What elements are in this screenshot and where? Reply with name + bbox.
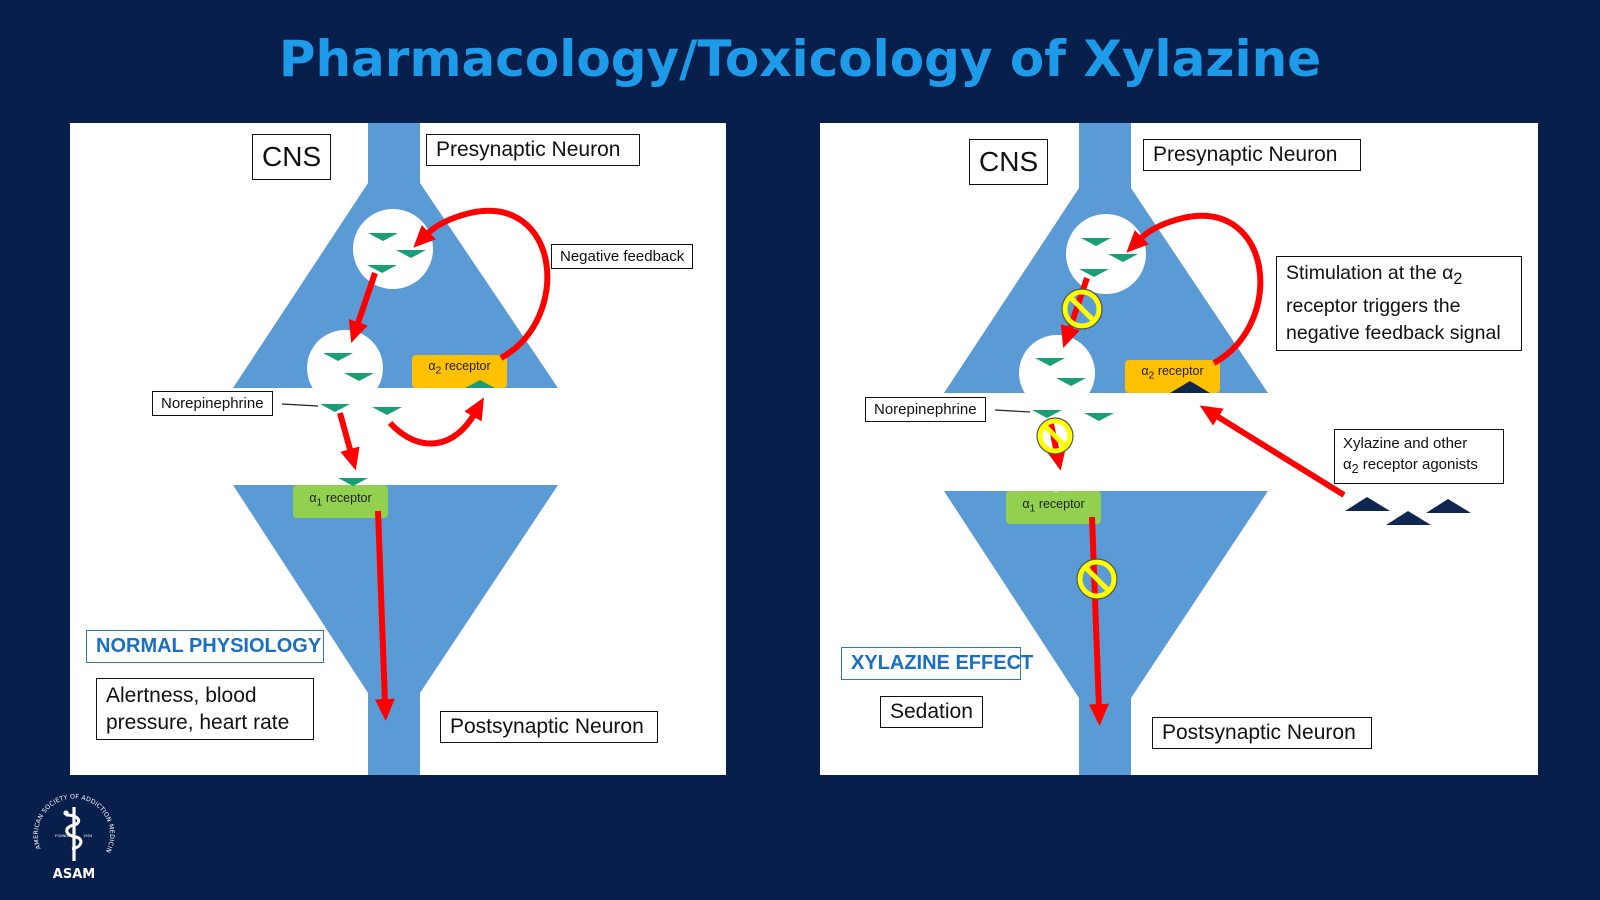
- block-icon-release: [1062, 289, 1102, 329]
- postsynaptic-neuron-label: Postsynaptic Neuron: [1152, 717, 1372, 749]
- logo-founded-text: FOUNDED: [55, 834, 73, 838]
- vesicle-upper: [353, 209, 433, 289]
- feedback-arrow: [1126, 212, 1264, 366]
- vesicle-lower: [1019, 335, 1095, 411]
- synapse-arrow: [337, 412, 360, 471]
- presynaptic-neuron-label: Presynaptic Neuron: [1143, 139, 1361, 171]
- signal-arrow: [374, 510, 395, 721]
- feedback-arrow: [413, 207, 551, 361]
- logo-year-text: 1954: [83, 834, 93, 838]
- xylazine-diagram: [944, 123, 1471, 775]
- norepinephrine-label: Norepinephrine: [152, 391, 273, 416]
- signal-arrow-blocked: [1088, 516, 1109, 726]
- xylazine-effect-panel: CNS Presynaptic Neuron Stimulation at th…: [820, 123, 1538, 775]
- agonist-arrow: [1199, 405, 1346, 498]
- normal-physiology-title: NORMAL PHYSIOLOGY: [86, 630, 324, 663]
- presynaptic-neuron-label: Presynaptic Neuron: [426, 134, 640, 166]
- alpha2-bound-ne: [465, 380, 495, 388]
- xylazine-molecules: [1345, 497, 1471, 525]
- asam-logo: AMERICAN SOCIETY OF ADDICTION MEDICINE F…: [24, 785, 115, 882]
- alpha1-receptor: [1006, 491, 1101, 524]
- pathway-arrows: [337, 207, 551, 721]
- norepinephrine-in-vesicles: [323, 233, 426, 381]
- release-arrow: [348, 272, 378, 344]
- postsynaptic-neuron-label: Postsynaptic Neuron: [440, 711, 658, 743]
- alpha2-bound-xylazine: [1170, 381, 1210, 393]
- sedation-text: Sedation: [880, 696, 983, 728]
- norepinephrine-in-vesicles: [1035, 238, 1138, 386]
- block-symbols: [1037, 289, 1117, 599]
- normal-physiology-panel: CNS Presynaptic Neuron Negative feedback…: [70, 123, 726, 775]
- xylazine-effect-title: XYLAZINE EFFECT: [841, 647, 1033, 680]
- vesicle-upper: [1066, 214, 1146, 294]
- norepinephrine-leader: [281, 403, 319, 407]
- norepinephrine-released: [320, 404, 402, 415]
- alpha1-bound-ne: [338, 478, 368, 486]
- norepinephrine-released: [1032, 410, 1114, 421]
- norepinephrine-label: Norepinephrine: [865, 397, 986, 422]
- block-icon-synapse: [1037, 418, 1073, 454]
- caduceus-icon: [63, 807, 83, 861]
- cns-label: CNS: [969, 139, 1049, 185]
- normal-effects-text: Alertness, blood pressure, heart rate: [96, 678, 314, 740]
- logo-acronym: ASAM: [53, 867, 95, 882]
- alpha2-receptor-label: α2 receptor: [428, 359, 491, 377]
- logo-ring-text: AMERICAN SOCIETY OF ADDICTION MEDICINE: [24, 785, 115, 854]
- alpha1-receptor-label: α1 receptor: [1022, 497, 1085, 515]
- postsynaptic-neuron: [233, 485, 558, 775]
- alpha1-receptor: [293, 485, 388, 518]
- slide-title: Pharmacology/Toxicology of Xylazine: [278, 30, 1322, 88]
- feedback-explanation-label: Stimulation at the α2 receptor triggers …: [1276, 256, 1522, 351]
- alpha1-receptor-label: α1 receptor: [309, 491, 372, 509]
- normal-diagram: [233, 123, 558, 775]
- block-icon-signal: [1077, 559, 1117, 599]
- norepinephrine-leader: [994, 409, 1031, 413]
- negative-feedback-label: Negative feedback: [551, 244, 694, 269]
- alpha1-empty-site: [1041, 484, 1071, 492]
- alpha2-receptor-label: α2 receptor: [1141, 364, 1204, 382]
- vesicle-lower: [307, 330, 383, 406]
- postsynaptic-neuron: [944, 491, 1268, 775]
- alpha2-receptor: [412, 355, 507, 388]
- cns-label: CNS: [252, 134, 332, 180]
- alpha2-return-arrow: [387, 397, 484, 447]
